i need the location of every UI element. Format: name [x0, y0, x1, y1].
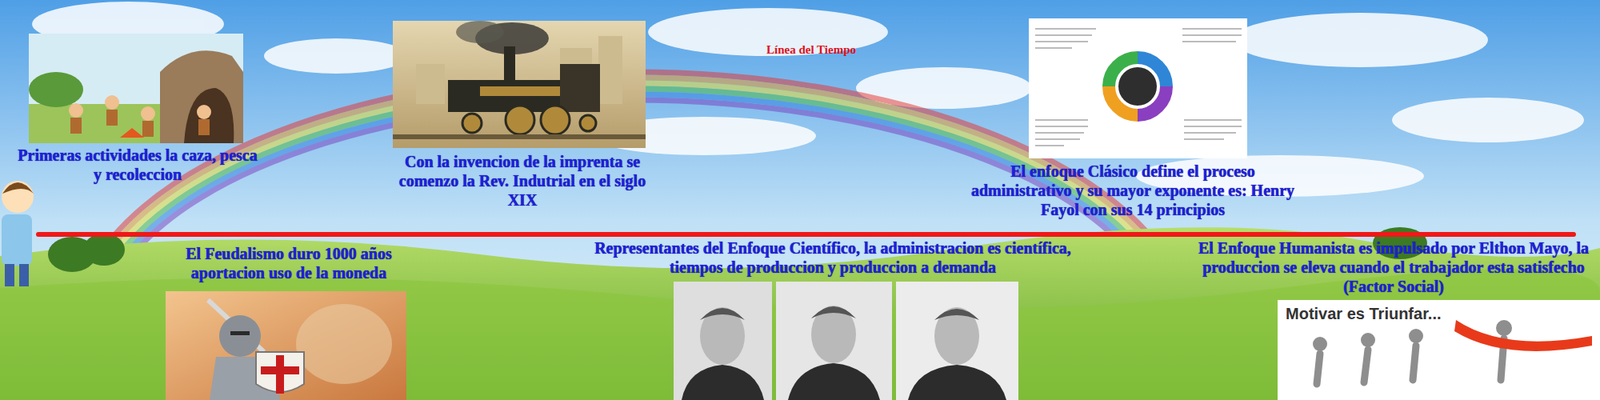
timeline-event: Representantes del Enfoque Científico, l…: [576, 238, 1089, 277]
timeline-event: Primeras actividades la caza, pesca y re…: [13, 145, 262, 184]
event-caption: El Feudalismo duro 1000 años aportacion …: [152, 244, 425, 283]
timeline-title: Línea del Tiempo: [766, 43, 856, 57]
event-caption: Representantes del Enfoque Científico, l…: [576, 238, 1089, 277]
timeline-event: El Feudalismo duro 1000 años aportacion …: [152, 244, 425, 283]
event-caption: El Enfoque Humanista es impulsado por El…: [1193, 238, 1594, 296]
event-caption: Con la invencion de la imprenta se comen…: [384, 152, 661, 210]
timeline-event: Con la invencion de la imprenta se comen…: [384, 152, 661, 210]
timeline-event: El enfoque Clásico define el proceso adm…: [964, 161, 1301, 220]
image-caption: Motivar es Triunfar...: [1284, 304, 1444, 324]
event-caption: El enfoque Clásico define el proceso adm…: [964, 161, 1301, 220]
event-caption: Primeras actividades la caza, pesca y re…: [13, 145, 262, 184]
timeline-event: El Enfoque Humanista es impulsado por El…: [1193, 238, 1594, 296]
